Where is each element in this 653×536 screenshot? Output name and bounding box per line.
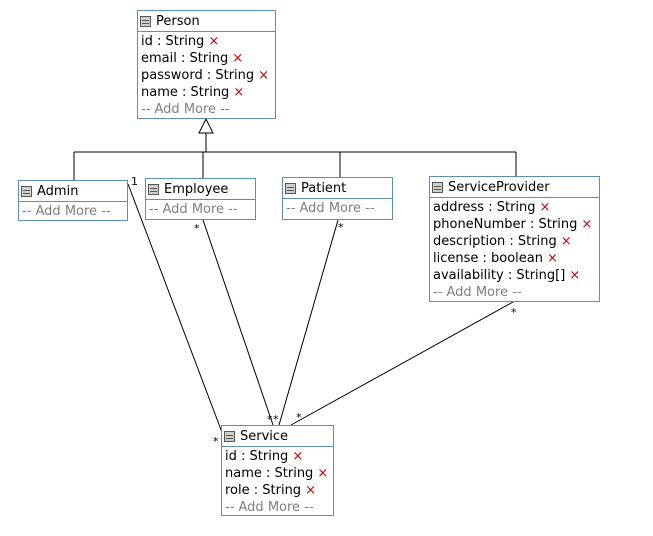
multiplicity-employee-service-end: * [267, 413, 273, 426]
delete-icon[interactable]: × [539, 200, 551, 215]
add-more-attribute-link[interactable]: -- Add More -- [149, 202, 238, 217]
multiplicity-provider-end: * [511, 306, 517, 319]
class-patient-name: Patient [301, 180, 347, 196]
association-patient-service[interactable] [278, 219, 339, 426]
add-more-attribute-link[interactable]: -- Add More -- [433, 285, 522, 300]
delete-icon[interactable]: × [560, 234, 572, 249]
class-serviceprovider-attributes: address : String× phoneNumber : String× … [430, 198, 599, 302]
multiplicity-provider-service-end: * [296, 411, 302, 424]
attribute-text: phoneNumber : String [433, 217, 578, 232]
delete-icon[interactable]: × [547, 251, 558, 266]
attribute-row[interactable]: address : String× [433, 199, 596, 216]
association-employee-service[interactable] [202, 219, 274, 426]
multiplicity-patient-service-end: * [273, 413, 279, 426]
attribute-row[interactable]: id : String× [141, 33, 272, 50]
class-icon [21, 185, 32, 197]
class-employee-name: Employee [164, 181, 229, 197]
generalization-lines [73, 133, 517, 180]
delete-icon[interactable]: × [305, 483, 316, 498]
attribute-text: license : boolean [433, 251, 543, 266]
attribute-text: role : String [225, 483, 302, 498]
attribute-row[interactable]: description : String× [433, 233, 596, 250]
attribute-text: password : String [141, 68, 255, 83]
class-service-attributes: id : String× name : String× role : Strin… [222, 447, 333, 517]
multiplicity-patient-end: * [338, 221, 344, 234]
delete-icon[interactable]: × [317, 466, 329, 481]
attribute-text: email : String [141, 51, 229, 66]
attribute-row[interactable]: id : String× [225, 448, 330, 465]
class-patient-header[interactable]: Patient [283, 178, 392, 199]
class-serviceprovider-header[interactable]: ServiceProvider [430, 177, 599, 198]
class-person-attributes: id : String× email : String× password : … [138, 32, 275, 119]
class-patient[interactable]: Patient -- Add More -- [282, 177, 393, 220]
delete-icon[interactable]: × [208, 34, 220, 49]
class-service-name: Service [240, 428, 289, 444]
class-person[interactable]: Person id : String× email : String× pass… [137, 10, 276, 119]
delete-icon[interactable]: × [569, 268, 581, 283]
class-admin-header[interactable]: Admin [19, 181, 127, 202]
attribute-text: name : String [141, 85, 230, 100]
attribute-text: name : String [225, 466, 314, 481]
attribute-row[interactable]: name : String× [141, 84, 272, 101]
attribute-row[interactable]: email : String× [141, 50, 272, 67]
class-admin[interactable]: Admin -- Add More -- [18, 180, 128, 221]
association-lines [127, 183, 514, 436]
attribute-text: availability : String[] [433, 268, 566, 283]
class-service[interactable]: Service id : String× name : String× role… [221, 425, 334, 516]
multiplicity-admin-service-end: * [213, 435, 219, 448]
class-admin-name: Admin [37, 183, 79, 199]
attribute-text: address : String [433, 200, 536, 215]
class-employee-attributes: -- Add More -- [146, 200, 255, 219]
attribute-text: id : String [225, 449, 289, 464]
delete-icon[interactable]: × [258, 68, 270, 83]
attribute-row[interactable]: license : boolean × [433, 250, 596, 267]
class-admin-attributes: -- Add More -- [19, 202, 127, 221]
class-person-name: Person [156, 13, 200, 29]
attribute-text: id : String [141, 34, 205, 49]
association-provider-service[interactable] [290, 301, 514, 426]
inheritance-arrowhead [198, 117, 214, 134]
association-admin-service[interactable] [127, 183, 224, 436]
class-serviceprovider-name: ServiceProvider [448, 179, 550, 195]
multiplicity-admin-end: 1 [131, 175, 138, 188]
add-more-attribute-link[interactable]: -- Add More -- [141, 102, 230, 117]
delete-icon[interactable]: × [233, 85, 245, 100]
class-icon [224, 430, 235, 442]
class-serviceprovider[interactable]: ServiceProvider address : String× phoneN… [429, 176, 600, 302]
attribute-row[interactable]: role : String× [225, 482, 330, 499]
class-icon [285, 182, 296, 194]
class-patient-attributes: -- Add More -- [283, 199, 392, 218]
class-icon [432, 181, 443, 193]
class-employee[interactable]: Employee -- Add More -- [145, 178, 256, 220]
add-more-attribute-link[interactable]: -- Add More -- [286, 201, 375, 216]
add-more-attribute-link[interactable]: -- Add More -- [225, 500, 314, 515]
attribute-text: description : String [433, 234, 557, 249]
class-icon [148, 183, 159, 195]
class-employee-header[interactable]: Employee [146, 179, 255, 200]
attribute-row[interactable]: phoneNumber : String× [433, 216, 596, 233]
class-service-header[interactable]: Service [222, 426, 333, 447]
attribute-row[interactable]: password : String× [141, 67, 272, 84]
attribute-row[interactable]: name : String× [225, 465, 330, 482]
delete-icon[interactable]: × [292, 449, 304, 464]
class-icon [140, 15, 151, 27]
class-person-header[interactable]: Person [138, 11, 275, 32]
delete-icon[interactable]: × [232, 51, 244, 66]
delete-icon[interactable]: × [581, 217, 593, 232]
attribute-row[interactable]: availability : String[]× [433, 267, 596, 284]
add-more-attribute-link[interactable]: -- Add More -- [22, 204, 111, 219]
multiplicity-employee-end: * [194, 222, 200, 235]
